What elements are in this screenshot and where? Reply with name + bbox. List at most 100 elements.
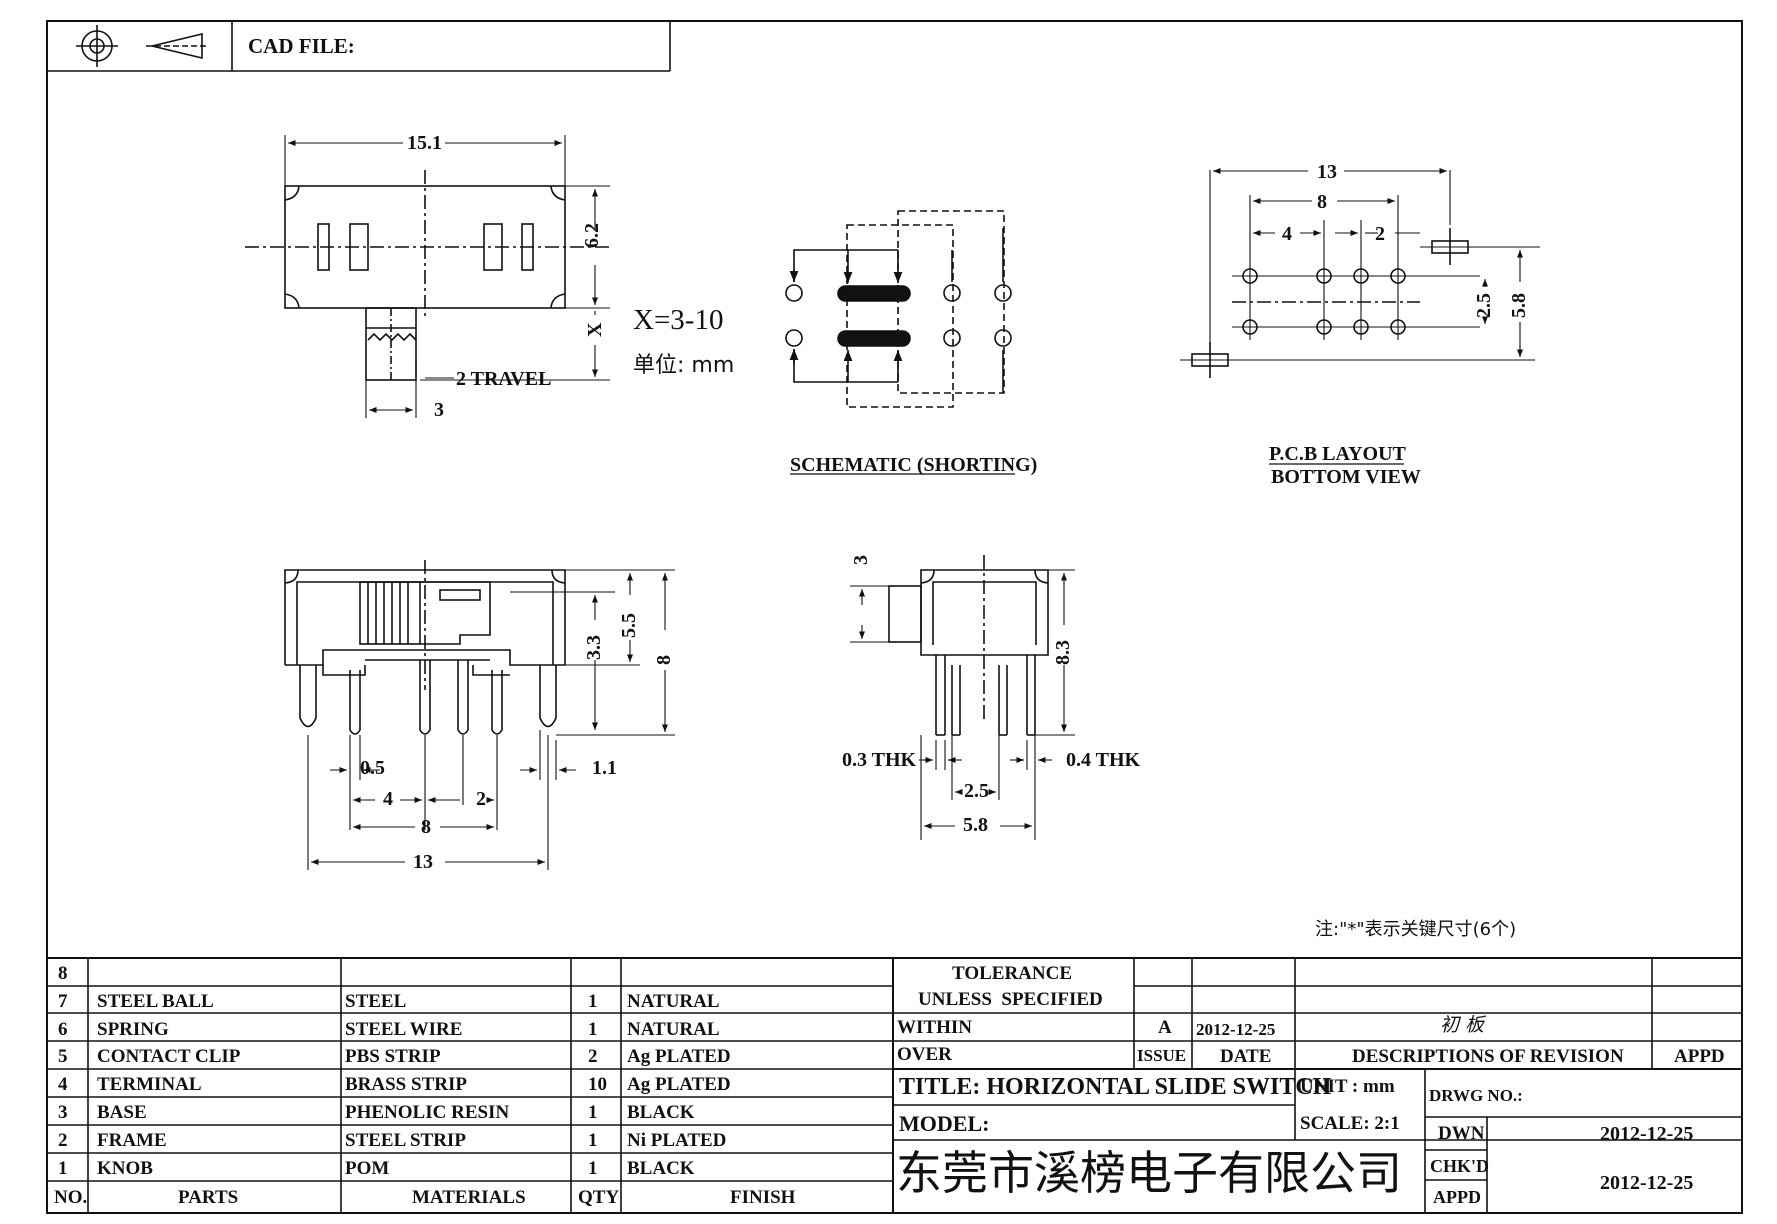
dim-x-label: X	[584, 322, 606, 337]
front-dim-5-5: 5.5	[618, 613, 640, 638]
first-angle-projection-icon	[76, 25, 208, 67]
drwg-no-label: DRWG NO.:	[1429, 1086, 1523, 1105]
bom-finish: Ni PLATED	[627, 1130, 727, 1151]
front-dim-13: 13	[413, 851, 433, 873]
appd-header-label: APPD	[1674, 1046, 1725, 1067]
side-thk-left: 0.3 THK	[842, 749, 917, 771]
bom-qty: 1	[588, 991, 598, 1012]
bom-header-no: NO.	[54, 1187, 88, 1208]
bom-material: STEEL STRIP	[345, 1130, 466, 1151]
bom-material: PBS STRIP	[345, 1046, 441, 1067]
bom-header-qty: QTY	[578, 1187, 620, 1208]
tolerance-label: TOLERANCE	[952, 963, 1073, 984]
dim-width-15-1: 15.1	[407, 132, 442, 154]
over-label: OVER	[897, 1044, 952, 1065]
bom-no: 4	[58, 1074, 68, 1095]
bom-finish: Ag PLATED	[627, 1046, 731, 1067]
bom-no: 5	[58, 1046, 68, 1067]
front-dim-4: 4	[383, 788, 393, 810]
bom-part: TERMINAL	[97, 1074, 202, 1095]
side-dim-3: 3	[850, 555, 872, 565]
dim-knob-3: 3	[434, 399, 444, 421]
bom-finish: NATURAL	[627, 991, 720, 1012]
chkd-label: CHK'D	[1430, 1156, 1490, 1176]
dim-height-6-2: 6.2	[581, 223, 603, 248]
pcb-dim-8: 8	[1317, 191, 1327, 213]
side-thk-right: 0.4 THK	[1066, 749, 1141, 771]
scale-label: SCALE: 2:1	[1300, 1113, 1400, 1134]
bom-part: CONTACT CLIP	[97, 1046, 241, 1067]
front-dim-0-5: 0.5	[360, 757, 385, 779]
side-dim-5-8: 5.8	[963, 814, 988, 836]
pcb-dim-4: 4	[1282, 223, 1292, 245]
bom-part: STEEL BALL	[97, 991, 214, 1012]
schematic-caption: SCHEMATIC (SHORTING)	[790, 454, 1038, 476]
bom-qty: 1	[588, 1158, 598, 1179]
company-name: 东莞市溪榜电子有限公司	[896, 1146, 1402, 1200]
pcb-dim-2-5: 2.5	[1473, 293, 1495, 318]
drawing-title: TITLE: HORIZONTAL SLIDE SWITCH	[899, 1074, 1332, 1100]
bom-qty: 2	[588, 1046, 598, 1067]
issue-date: 2012-12-25	[1196, 1020, 1276, 1039]
chk-date: 2012-12-25	[1600, 1172, 1694, 1194]
bom-qty: 10	[588, 1074, 607, 1095]
bom-header-materials: MATERIALS	[412, 1187, 526, 1208]
appd-label: APPD	[1433, 1187, 1481, 1207]
pcb-dim-2: 2	[1375, 223, 1385, 245]
pcb-caption-line1: P.C.B LAYOUT	[1269, 443, 1406, 465]
x-range-label: X=3-10	[633, 304, 724, 336]
unit-label: UNIT : mm	[1300, 1076, 1395, 1097]
bom-qty: 1	[588, 1102, 598, 1123]
front-dim-8-bottom: 8	[421, 816, 431, 838]
descriptions-of-revision-label: DESCRIPTIONS OF REVISION	[1352, 1046, 1624, 1067]
bom-no: 1	[58, 1158, 68, 1179]
bom-part: SPRING	[97, 1019, 169, 1040]
side-dim-2-5: 2.5	[964, 780, 989, 802]
front-view-drawing	[284, 560, 675, 870]
bom-no: 8	[58, 963, 68, 984]
revision-description: 初 板	[1440, 1014, 1485, 1036]
pcb-caption-line2: BOTTOM VIEW	[1271, 466, 1421, 488]
dwn-date: 2012-12-25	[1600, 1123, 1694, 1145]
bom-part: BASE	[97, 1102, 147, 1123]
top-view-drawing	[245, 135, 610, 418]
pcb-dim-5-8: 5.8	[1508, 293, 1530, 318]
bom-part: KNOB	[97, 1158, 153, 1179]
issue-value: A	[1158, 1017, 1172, 1038]
cad-file-label: CAD FILE:	[248, 34, 355, 58]
bom-finish: Ag PLATED	[627, 1074, 731, 1095]
unless-specified-label: UNLESS SPECIFIED	[918, 989, 1103, 1010]
bom-part: FRAME	[97, 1130, 167, 1151]
travel-label: 2 TRAVEL	[456, 368, 552, 390]
unit-note: 单位: mm	[633, 353, 735, 378]
front-dim-1-1: 1.1	[592, 757, 617, 779]
pcb-dim-13: 13	[1317, 161, 1337, 183]
bom-no: 2	[58, 1130, 68, 1151]
issue-label: ISSUE	[1137, 1046, 1187, 1065]
bom-finish: NATURAL	[627, 1019, 720, 1040]
side-dim-8-3: 8.3	[1052, 640, 1074, 665]
bom-no: 6	[58, 1019, 68, 1040]
bom-finish: BLACK	[627, 1158, 695, 1179]
title-block-grid	[47, 957, 1742, 1213]
pcb-layout-drawing	[1180, 167, 1540, 465]
bom-finish: BLACK	[627, 1102, 695, 1123]
key-dimension-note: 注:"*"表示关键尺寸(6个)	[1315, 919, 1517, 940]
bom-material: PHENOLIC RESIN	[345, 1102, 510, 1123]
bom-qty: 1	[588, 1019, 598, 1040]
bom-material: BRASS STRIP	[345, 1074, 467, 1095]
bom-material: STEEL WIRE	[345, 1019, 463, 1040]
front-dim-8: 8	[653, 655, 675, 665]
date-label: DATE	[1220, 1046, 1272, 1067]
bom-header-parts: PARTS	[178, 1187, 239, 1208]
bom-qty: 1	[588, 1130, 598, 1151]
bom-material: POM	[345, 1158, 390, 1179]
dwn-label: DWN	[1438, 1123, 1485, 1144]
front-dim-3-3: 3.3	[583, 635, 605, 660]
bom-no: 7	[58, 991, 68, 1012]
bom-material: STEEL	[345, 991, 407, 1012]
schematic-drawing	[785, 210, 1015, 475]
bom-no: 3	[58, 1102, 68, 1123]
model-label: MODEL:	[899, 1111, 990, 1136]
